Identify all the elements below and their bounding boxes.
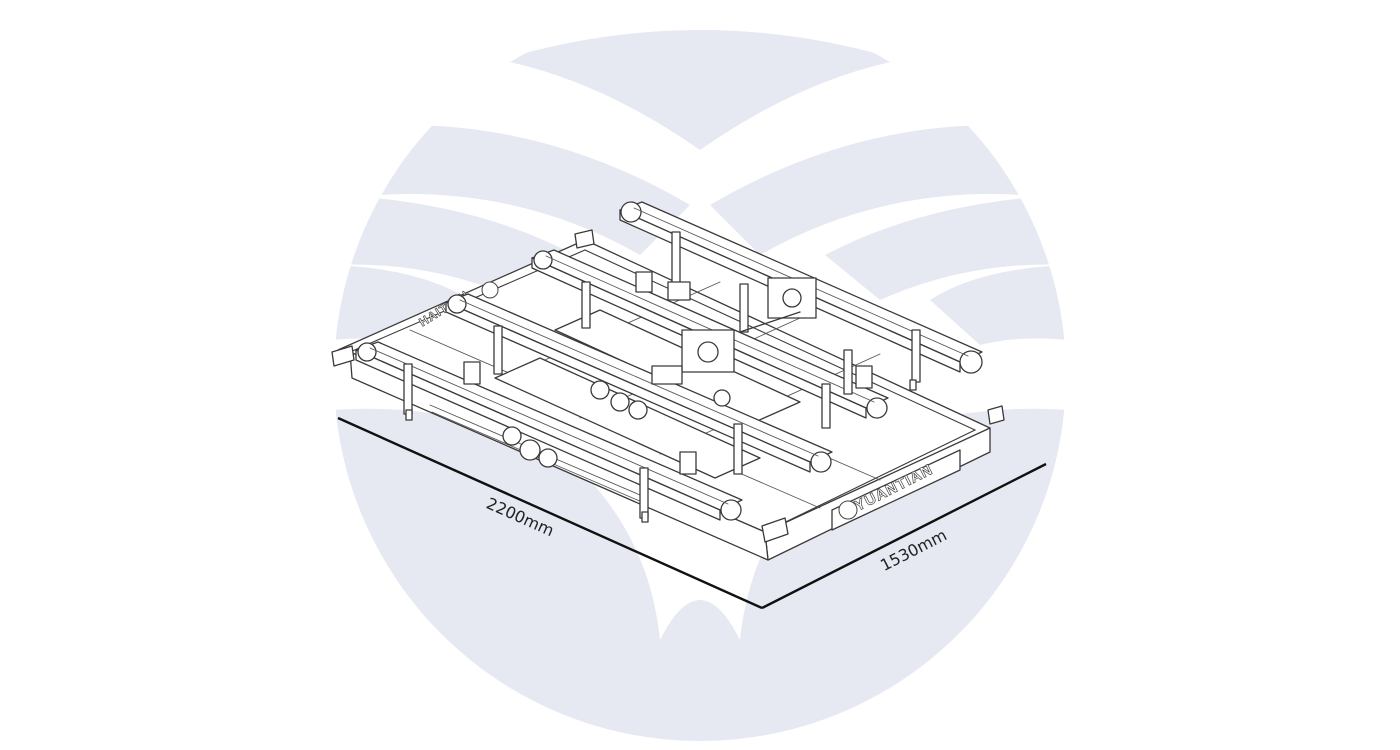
feet: [405, 379, 917, 523]
belt-conveyor-2: [445, 293, 833, 473]
rollers: [502, 380, 731, 468]
length-dimension-line: [337, 416, 763, 610]
conveyor-frame-drawing: YUANTIAN HAITIAN: [331, 201, 1005, 561]
width-dimension-line: [761, 462, 1047, 610]
drive-units: [651, 277, 817, 385]
cylinders: [463, 271, 873, 475]
